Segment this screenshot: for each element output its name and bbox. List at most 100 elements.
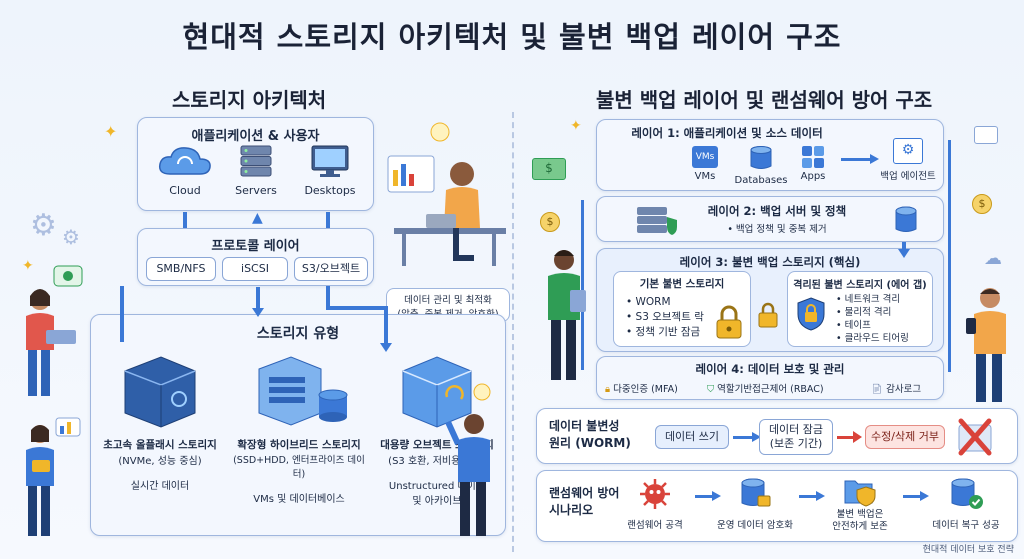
- layer1-databases: Databases: [729, 146, 793, 186]
- storage-type-allflash: 초고속 올플래시 스토리지 (NVMe, 성능 중심) 실시간 데이터: [91, 351, 229, 531]
- page-title: 현대적 스토리지 아키텍처 및 불변 백업 레이어 구조: [182, 20, 842, 54]
- isolated-immutable-box: 격리된 불변 스토리지 (에어 갭) 네트워크 격리 물리적 격리 테이프 클라…: [787, 271, 933, 347]
- arrowhead-red: [853, 431, 862, 443]
- right-arrow: [733, 432, 761, 442]
- ransom-step-4-label: 데이터 복구 성공: [932, 520, 1000, 531]
- right-arrow: [695, 491, 721, 501]
- isolated-bullet: 테이프: [836, 319, 932, 332]
- person-pointing-illustration: [444, 382, 510, 542]
- backup-agent-label: 백업 에이전트: [880, 171, 936, 182]
- layer2-panel: 레이어 2: 백업 서버 및 정책 • 백업 정책 및 중복 제거: [596, 196, 944, 242]
- basic-bullet: 정책 기반 잠금: [626, 325, 750, 340]
- footer-caption: 현대적 데이터 보호 전략: [922, 545, 1014, 555]
- layer2-title: 레이어 2: 백업 서버 및 정책: [707, 204, 847, 218]
- layer1-vms: VMs VMs: [685, 146, 725, 182]
- flash-server-icon: [124, 356, 196, 428]
- worm-step-deny: 수정/삭제 거부: [865, 425, 945, 449]
- storage-type-3-detail: (S3 호환, 저비용 보관): [388, 456, 486, 467]
- coin-icon: $: [540, 212, 560, 232]
- database-icon: [895, 206, 917, 232]
- right-section-title: 불변 백업 레이어 및 랜섬웨어 방어 구조: [596, 88, 933, 112]
- sparkle-icon: ✦: [104, 122, 118, 141]
- right-arrow: [841, 154, 879, 164]
- storage-type-2-use: VMs 및 데이터베이스: [253, 494, 345, 505]
- layer2-subtitle: • 백업 정책 및 중복 제거: [727, 224, 827, 235]
- cloud-item: Cloud: [156, 144, 214, 197]
- protocol-s3: S3/오브젝트: [294, 257, 368, 281]
- hybrid-storage-icon: [258, 356, 348, 426]
- isolated-immutable-title: 격리된 불변 스토리지 (에어 갭): [793, 280, 927, 291]
- protected-folder-icon: [844, 480, 876, 507]
- padlock-icon: [716, 305, 742, 339]
- worm-title: 데이터 불변성 원리 (WORM): [549, 418, 631, 452]
- isolated-bullet: 물리적 격리: [836, 306, 932, 319]
- worm-lock-line1: 데이터 잠금: [768, 423, 824, 436]
- gear-icon: ⚙: [30, 208, 57, 243]
- recovered-database-icon: [951, 478, 983, 509]
- basic-bullet: WORM: [626, 295, 750, 310]
- database-icon: [750, 146, 772, 169]
- encrypted-database-icon: [741, 478, 771, 507]
- protocol-title: 프로토콜 레이어: [211, 239, 300, 254]
- person-at-desk-illustration: [384, 118, 512, 268]
- coin-icon: $: [972, 194, 992, 214]
- desktops-item: Desktops: [300, 144, 360, 197]
- shield-lock-icon: [797, 297, 825, 331]
- ransomware-title: 랜섬웨어 방어 시나리오: [549, 485, 619, 519]
- agent-gear-icon: ⚙: [893, 138, 923, 164]
- data-mgmt-line1: 데이터 관리 및 최적화: [404, 295, 492, 306]
- down-arrow: [380, 306, 392, 352]
- ransomware-title-line2: 시나리오: [549, 503, 594, 517]
- gear-icon: ⚙: [62, 225, 80, 249]
- apps-label: Apps: [800, 171, 826, 182]
- layer4-panel: 레이어 4: 데이터 보호 및 관리 🔒︎ 다중인증 (MFA) ⛉ 역할기반접…: [596, 356, 944, 400]
- worm-title-line1: 데이터 불변성: [549, 419, 620, 433]
- apps-grid-icon: [802, 146, 824, 168]
- storage-types-panel: 스토리지 유형 초고속 올플래시 스토리지 (NVMe, 성능 중심) 실시간 …: [90, 314, 506, 536]
- storage-type-2-name: 확장형 하이브리드 스토리지: [237, 439, 361, 451]
- up-arrow-icon: ▲: [252, 210, 263, 226]
- worm-step-lock: 데이터 잠금 (보존 기간): [759, 419, 833, 455]
- basic-bullet: S3 오브젝트 락: [626, 310, 750, 325]
- storage-type-2-detail: (SSD+HDD, 엔터프라이즈 데이터): [233, 455, 365, 480]
- audit-label: 감사로그: [886, 384, 922, 395]
- down-arrow: [252, 287, 264, 317]
- ransom-step-1-label: 랜섬웨어 공격: [627, 520, 683, 531]
- object-storage-icon: [402, 356, 472, 428]
- connector-line: [120, 286, 124, 342]
- left-section-title: 스토리지 아키텍처: [172, 88, 327, 112]
- layer1-panel: 레이어 1: 애플리케이션 및 소스 데이터 VMs VMs Databases…: [596, 119, 944, 191]
- storage-type-1-name: 초고속 올플래시 스토리지: [103, 439, 217, 451]
- layer4-mfa: 🔒︎ 다중인증 (MFA): [605, 381, 678, 395]
- connector-line: [948, 140, 951, 372]
- apps-users-panel: 애플리케이션 & 사용자 Cloud Servers Desktops: [137, 117, 374, 211]
- lock-screen-icon: [974, 126, 998, 144]
- person-tablet-illustration: [540, 240, 594, 386]
- ransom-step-preserve: 불변 백업은 안전하게 보존: [819, 475, 901, 533]
- vms-label: VMs: [694, 171, 716, 182]
- down-arrow: [898, 242, 910, 258]
- isolated-immutable-list: 네트워크 격리 물리적 격리 테이프 클라우드 티어링: [836, 293, 932, 345]
- basic-immutable-title: 기본 불변 스토리지: [639, 278, 725, 290]
- storage-type-object: 대용량 오브젝트 스토리지 (S3 호환, 저비용 보관) Unstructur…: [369, 351, 505, 531]
- layer3-title: 레이어 3: 불변 백업 스토리지 (핵심): [679, 255, 861, 269]
- rbac-label: 역할기반접근제어 (RBAC): [717, 384, 824, 395]
- ransom-step-3-label: 불변 백업은 안전하게 보존: [832, 509, 888, 532]
- storage-type-hybrid: 확장형 하이브리드 스토리지 (SSD+HDD, 엔터프라이즈 데이터) VMs…: [229, 351, 369, 531]
- ransom-step-attack: 랜섬웨어 공격: [617, 477, 693, 531]
- cloud-outline-icon: ☁: [984, 248, 1002, 269]
- protocol-smb-nfs: SMB/NFS: [146, 257, 216, 281]
- ransom-step-encrypt: 운영 데이터 암호화: [713, 477, 797, 531]
- layer4-audit: 📄︎ 감사로그: [871, 381, 921, 395]
- vms-icon: VMs: [692, 146, 718, 168]
- ransomware-scenario-panel: 랜섬웨어 방어 시나리오 랜섬웨어 공격 운영 데이터 암호화 불변 백업은 안…: [536, 470, 1018, 542]
- connector-line: [326, 286, 330, 308]
- connector-line: [581, 200, 584, 370]
- ransomware-title-line1: 랜섬웨어 방어: [549, 486, 620, 500]
- layer4-title: 레이어 4: 데이터 보호 및 관리: [695, 362, 845, 376]
- storage-types-title: 스토리지 유형: [256, 326, 340, 342]
- layer1-apps: Apps: [793, 146, 833, 182]
- money-bill-icon: $: [532, 158, 566, 180]
- person-with-tablet-illustration: [10, 412, 82, 542]
- virus-icon: [640, 479, 670, 509]
